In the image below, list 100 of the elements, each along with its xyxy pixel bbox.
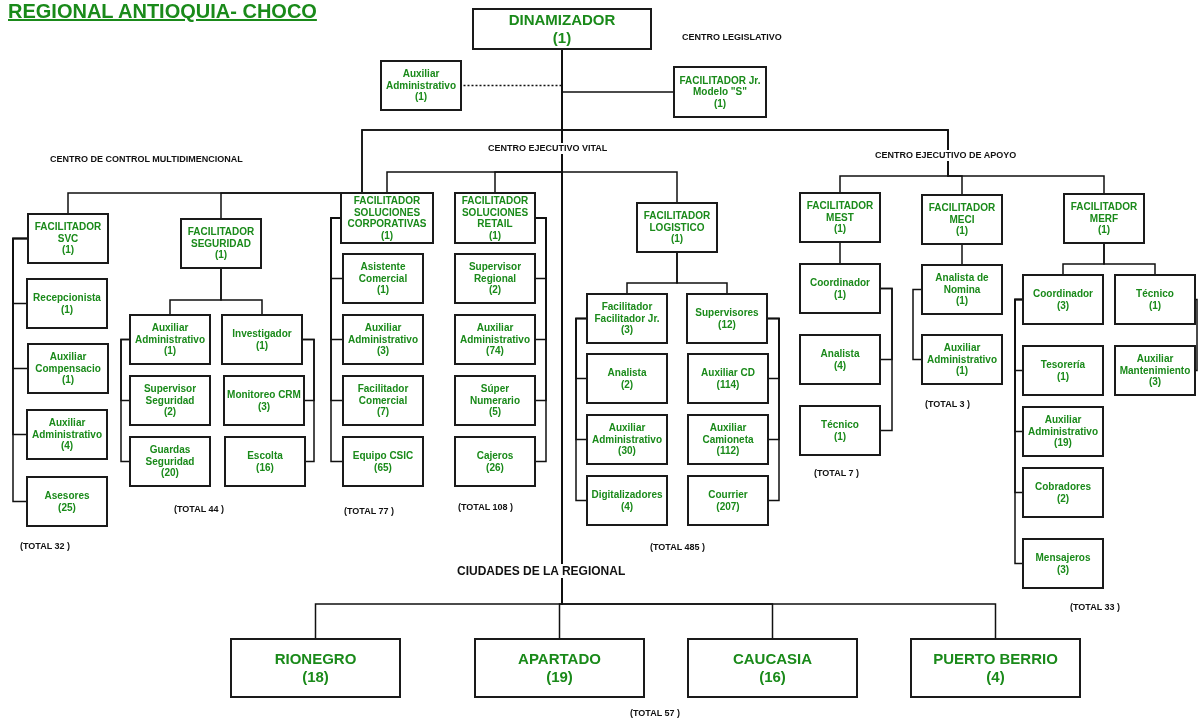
org-box — [799, 263, 881, 314]
headcount: (1) — [61, 244, 75, 256]
role-title: Técnico — [821, 419, 859, 431]
role-title: Auxiliar Administrativo — [134, 322, 206, 346]
headcount: (5) — [488, 406, 502, 418]
role-title: Coordinador — [810, 277, 870, 289]
headcount: (30) — [618, 445, 636, 457]
org-box — [221, 314, 303, 365]
total-label: (TOTAL 44 ) — [172, 504, 226, 515]
headcount: (1) — [552, 29, 572, 47]
headcount: (2) — [488, 284, 502, 296]
total-label: (TOTAL 7 ) — [812, 468, 861, 479]
headcount: (1) — [255, 339, 269, 351]
headcount: (1) — [833, 223, 847, 235]
org-box — [454, 436, 536, 487]
org-box — [687, 353, 769, 404]
org-box — [636, 202, 718, 253]
headcount: (4) — [620, 500, 634, 512]
org-box — [1022, 467, 1104, 518]
section-label: CENTRO EJECUTIVO VITAL — [486, 143, 610, 154]
headcount: (1) — [1056, 370, 1070, 382]
headcount: (1) — [61, 374, 75, 386]
org-box — [799, 192, 881, 243]
role-title: Tesorería — [1040, 359, 1086, 371]
diagram-title: REGIONAL ANTIOQUIA- CHOCO — [8, 0, 317, 23]
headcount: (4) — [833, 359, 847, 371]
role-title: Supervisores — [695, 307, 759, 319]
role-title: Monitoreo CRM — [227, 389, 301, 401]
connector-line — [535, 217, 547, 463]
org-box — [1022, 274, 1104, 325]
org-box — [687, 638, 858, 698]
role-title: DINAMIZADOR — [508, 11, 616, 29]
role-title: Auxiliar Administrativo — [926, 342, 998, 366]
headcount: (19) — [546, 668, 573, 686]
headcount: (2) — [1056, 492, 1070, 504]
total-label: (TOTAL 57 ) — [628, 708, 682, 719]
connector-line — [1103, 243, 1156, 275]
org-box — [380, 60, 462, 111]
headcount: (74) — [486, 345, 504, 357]
role-title: Digitalizadores — [591, 489, 663, 501]
org-box — [454, 253, 536, 304]
role-title: Auxiliar CD — [701, 367, 755, 379]
role-title: Analista — [607, 367, 647, 379]
org-box — [224, 436, 306, 487]
role-title: Investigador — [232, 328, 292, 340]
role-title: RIONEGRO — [274, 650, 357, 668]
role-title: Auxiliar Administrativo — [1027, 414, 1099, 438]
headcount: (1) — [380, 229, 394, 241]
role-title: Auxiliar Administrativo — [347, 322, 419, 346]
org-box — [26, 278, 108, 329]
org-box — [673, 66, 767, 118]
org-box — [586, 353, 668, 404]
role-title: Auxiliar Administrativo — [591, 422, 663, 446]
org-box — [687, 475, 769, 526]
org-box — [454, 314, 536, 365]
connector-line — [839, 242, 841, 264]
headcount: (3) — [257, 400, 271, 412]
headcount: (1) — [833, 288, 847, 300]
org-box — [1114, 274, 1196, 325]
org-box — [342, 436, 424, 487]
total-label: (TOTAL 3 ) — [923, 399, 972, 410]
headcount: (3) — [376, 345, 390, 357]
connector-line — [961, 244, 963, 265]
headcount: (26) — [486, 461, 504, 473]
org-box — [799, 405, 881, 456]
role-title: Analista de Nomina — [934, 272, 990, 296]
headcount: (2) — [620, 378, 634, 390]
connector-line — [676, 252, 728, 294]
connector-line — [120, 338, 130, 463]
role-title: Asesores — [44, 490, 90, 502]
role-title: Técnico — [1136, 288, 1174, 300]
org-box — [1022, 406, 1104, 457]
section-label: CENTRO EJECUTIVO DE APOYO — [873, 150, 1019, 161]
org-box — [687, 414, 769, 465]
headcount: (19) — [1054, 437, 1072, 449]
role-title: Cobradores — [1034, 481, 1092, 493]
org-box — [921, 194, 1003, 245]
role-title: Asistente Comercial — [357, 261, 409, 285]
headcount: (1) — [833, 430, 847, 442]
headcount: (12) — [718, 318, 736, 330]
org-box — [1063, 193, 1145, 244]
role-title: Auxiliar Camioneta — [701, 422, 755, 446]
connector-line — [302, 338, 315, 463]
headcount: (20) — [161, 467, 179, 479]
total-label: (TOTAL 108 ) — [456, 502, 515, 513]
role-title: Coordinador — [1033, 288, 1093, 300]
role-title: Auxiliar Administrativo — [31, 417, 103, 441]
org-box — [26, 476, 108, 527]
total-label: (TOTAL 32 ) — [18, 541, 72, 552]
connector-line — [880, 287, 893, 432]
org-box — [340, 192, 434, 244]
headcount: (18) — [302, 668, 329, 686]
headcount: (1) — [488, 229, 502, 241]
org-box — [129, 436, 211, 487]
headcount: (1) — [1148, 299, 1162, 311]
org-box — [230, 638, 401, 698]
role-title: FACILITADOR Jr. Modelo "S" — [678, 74, 762, 98]
headcount: (3) — [1056, 299, 1070, 311]
org-box — [910, 638, 1081, 698]
role-title: FACILITADOR MEST — [805, 200, 875, 224]
